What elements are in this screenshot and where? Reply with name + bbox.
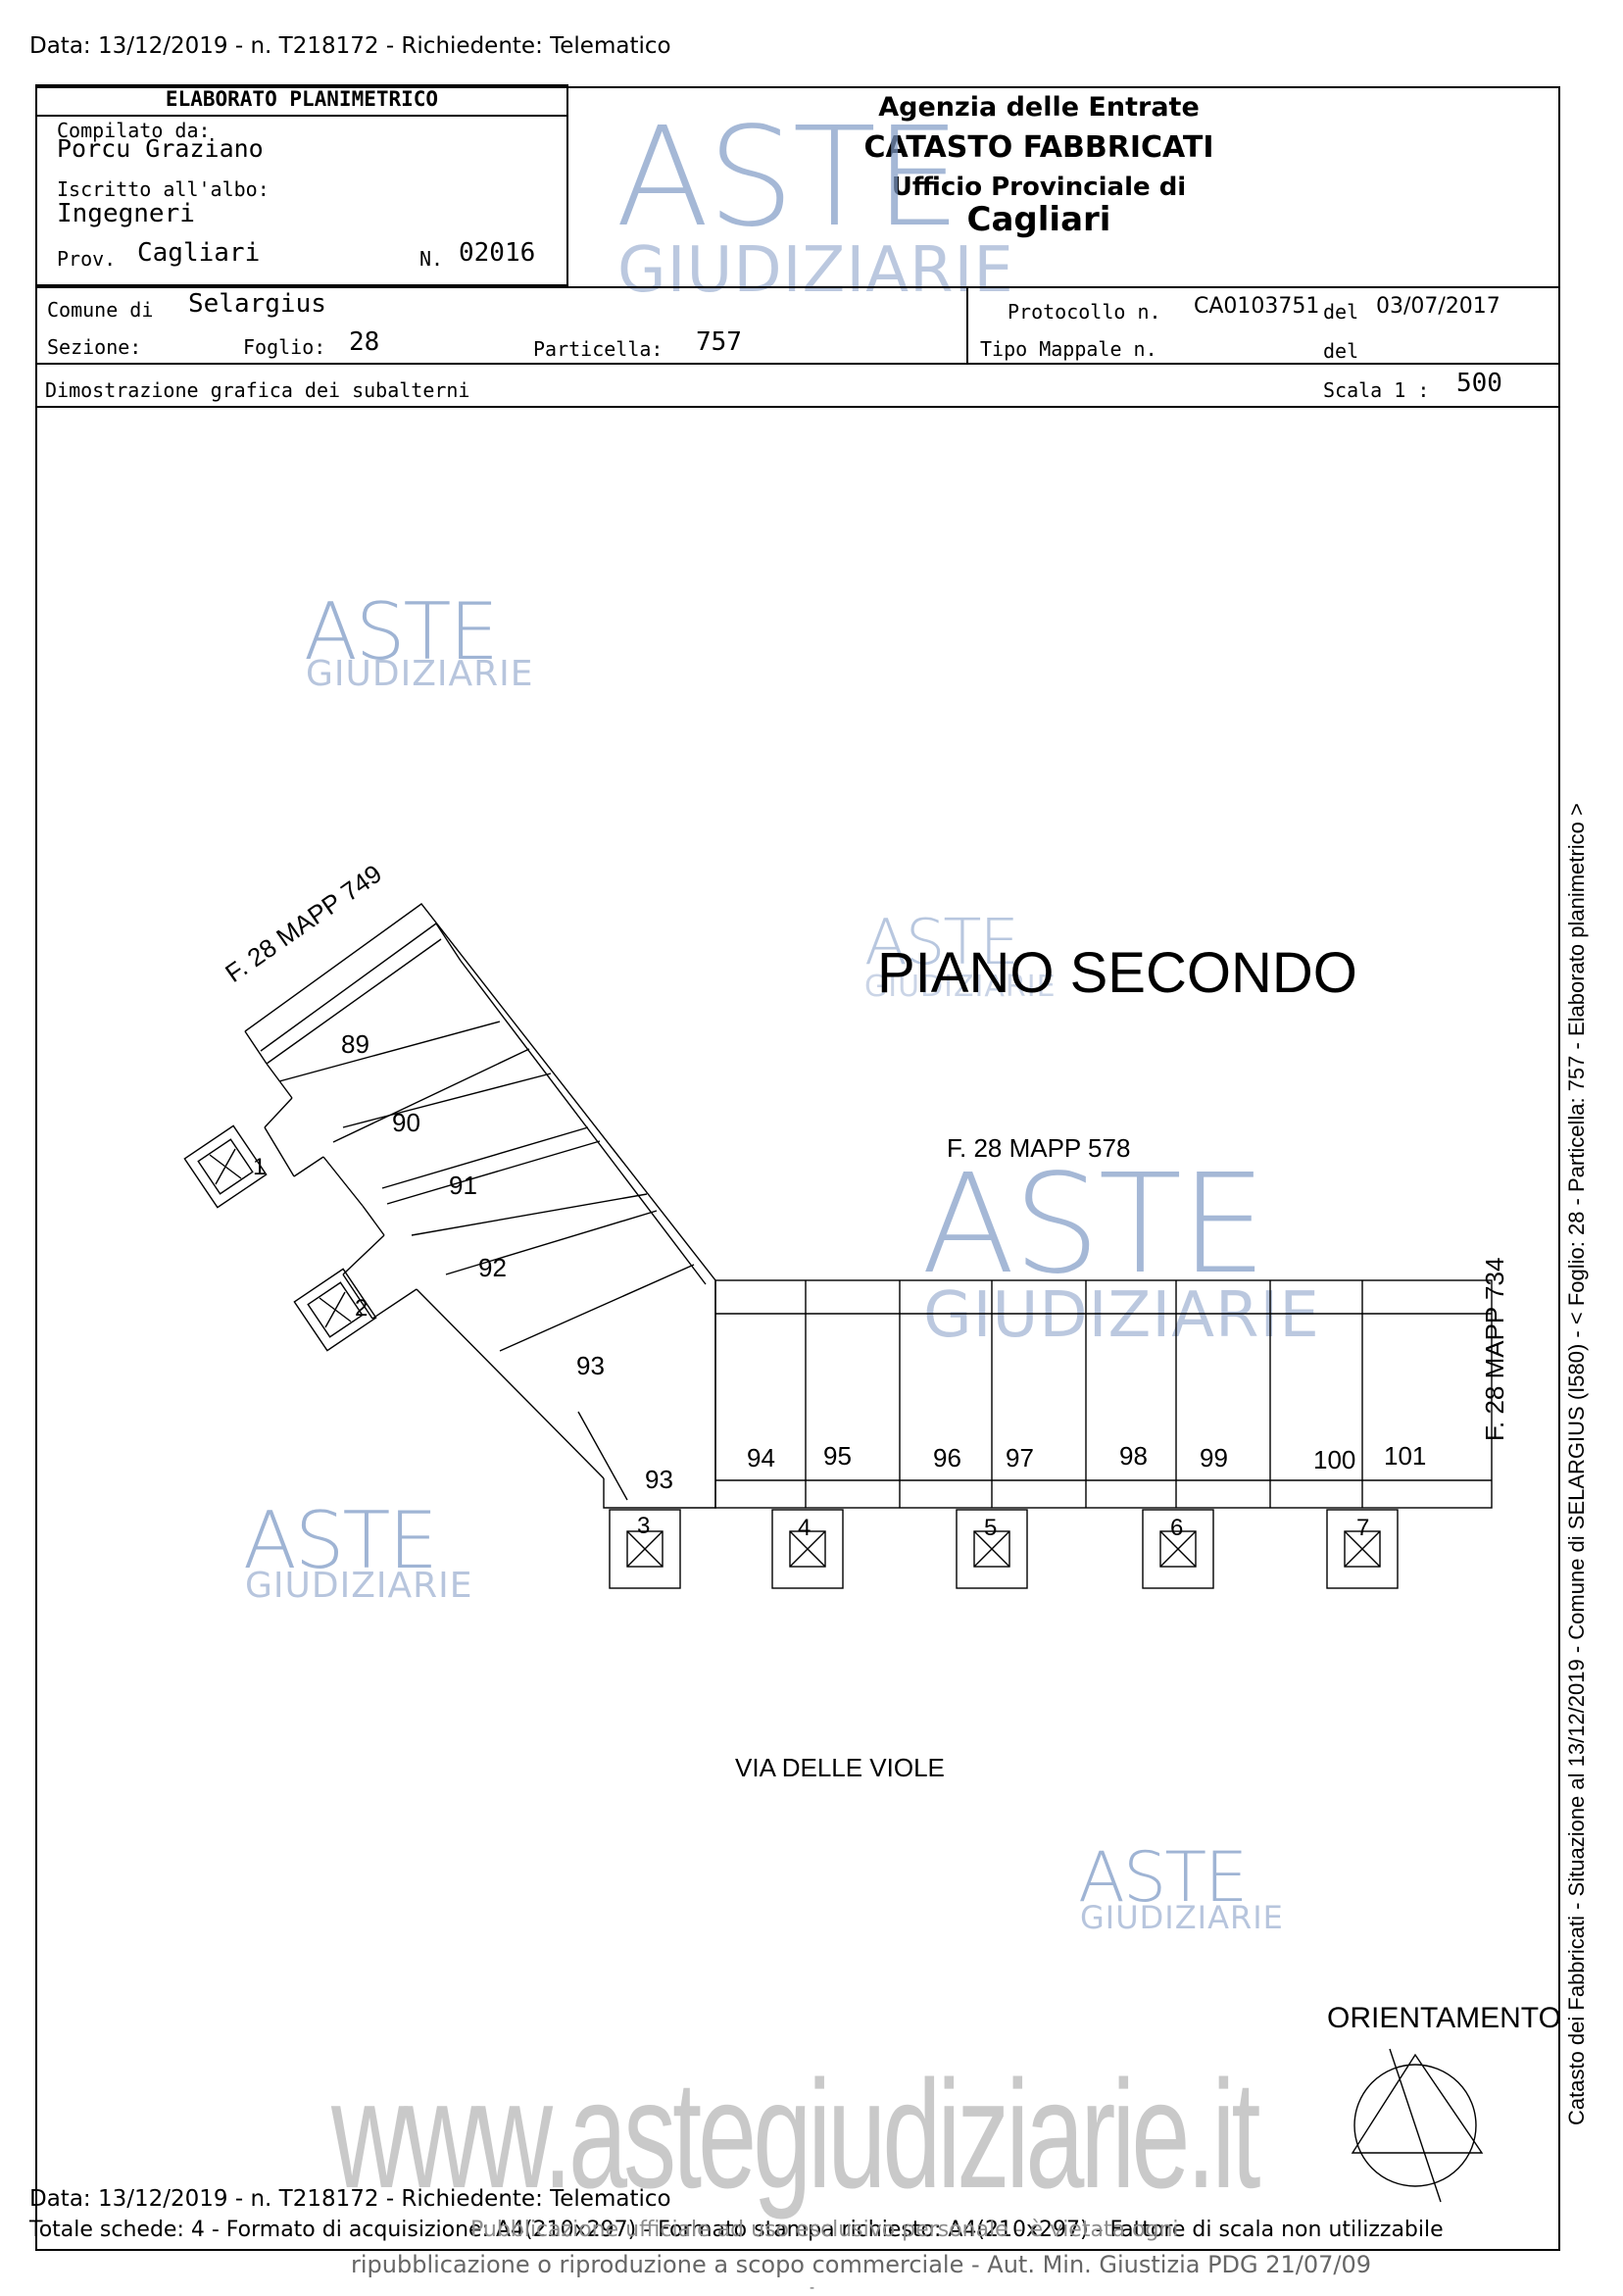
watermark-giudiziarie-3: GIUDIZIARIE [923,1279,1320,1352]
prov-value: Cagliari [137,238,261,268]
watermark-giudiziarie-1: GIUDIZIARIE [306,654,534,694]
floor-title: PIANO SECONDO [877,941,1357,1005]
watermark-aste-1: ASTE [304,586,499,677]
stair-label: 3 [637,1513,650,1539]
header-left-box [35,84,568,286]
unit-label: 93 [645,1465,673,1494]
unit-label: 95 [823,1441,852,1471]
unit-label: 90 [392,1108,420,1137]
foglio-value: 28 [349,327,380,357]
stair-label: 1 [253,1154,266,1180]
header-title: ELABORATO PLANIMETRICO [165,87,439,111]
building-outline [183,903,1493,2203]
footer-overlay-text: Pubblicazione ufficiale ad uso esclusivo… [470,2218,1179,2242]
watermark-aste-4: ASTE [243,1495,438,1586]
stair-label: 7 [1356,1515,1369,1541]
top-date-line: Data: 13/12/2019 - n. T218172 - Richiede… [29,33,671,59]
unit-label: 99 [1200,1443,1228,1472]
scala-label: Scala 1 : [1323,378,1430,402]
stair-label: 6 [1170,1515,1183,1541]
tipo-mappale-label: Tipo Mappale n. [980,337,1157,361]
stair-label: 5 [984,1515,997,1541]
unit-label: 98 [1119,1441,1148,1471]
footer-date-line: Data: 13/12/2019 - n. T218172 - Richiede… [29,2186,671,2212]
unit-label: 96 [933,1443,961,1472]
stair-label: 2 [355,1295,368,1322]
watermark-site: www.astegiudiziarie.it [331,2047,1260,2221]
sheet-frame [35,86,1560,2251]
particella-label: Particella: [533,337,664,361]
unit-label: 89 [341,1029,369,1059]
unit-label: 97 [1006,1443,1034,1472]
compilato-label: Compilato da: [57,119,211,142]
unit-label: 101 [1384,1441,1426,1471]
protocollo-label: Protocollo n. [1008,300,1161,324]
unit-label: 93 [576,1351,605,1380]
dimostrazione-label: Dimostrazione grafica dei subalterni [45,378,470,402]
footer-schede-line: Totale schede: 4 - Formato di acquisizio… [29,2218,1444,2242]
unit-label: 92 [478,1253,507,1282]
watermark-aste-5: ASTE [1078,1837,1248,1918]
del-label: del [1323,300,1359,324]
label-mapp-734: F. 28 MAPP 734 [1480,1258,1509,1441]
label-mapp-749: F. 28 MAPP 749 [220,859,387,988]
comune-label: Comune di [47,298,154,322]
n-value: 02016 [459,238,536,268]
watermark-giudiziarie-4: GIUDIZIARIE [245,1566,473,1606]
unit-label: 94 [747,1443,775,1472]
n-label: N. [419,247,444,271]
stair-label: 4 [798,1515,811,1541]
watermark-giudiziarie-5: GIUDIZIARIE [1080,1899,1284,1936]
del2-label: del [1323,339,1359,363]
orientamento-label: ORIENTAMENTO [1327,2002,1561,2034]
sezione-label: Sezione: [47,335,142,359]
header-title-divider [35,115,568,117]
particella-value: 757 [696,327,742,357]
foglio-label: Foglio: [243,335,326,359]
watermark-giudiziarie-2: GIUDIZIARIE [864,970,1057,1004]
street-label: VIA DELLE VIOLE [735,1753,945,1782]
del-value: 03/07/2017 [1376,294,1500,319]
side-vertical-text: Catasto dei Fabbricati - Situazione al 1… [1564,803,1589,2125]
agency-name: Agenzia delle Entrate [878,92,1200,123]
prov-label: Prov. [57,247,117,271]
watermark-aste-2: ASTE [864,907,1019,979]
footer-reproduction-line: ripubblicazione o riproduzione a scopo c… [351,2251,1372,2278]
scala-value: 500 [1456,369,1502,398]
comune-value: Selargius [188,289,326,319]
unit-label: 91 [449,1171,477,1200]
watermark-aste-header: ASTE [615,98,961,258]
iscritto-label: Iscritto all'albo: [57,177,270,201]
footer-dash: - [810,2280,815,2296]
ufficio-provinciale: Ufficio Provinciale di [891,173,1187,202]
watermark-giudiziarie-header: GIUDIZIARIE [617,234,1014,307]
unit-label: 100 [1313,1445,1355,1474]
watermark-aste-3: ASTE [921,1145,1267,1305]
iscritto-value: Ingegneri [57,199,195,228]
compilato-value: Porcu Graziano [57,134,264,163]
row3-box [35,363,1560,408]
catasto-fabbricati: CATASTO FABBRICATI [863,130,1214,165]
label-mapp-578: F. 28 MAPP 578 [947,1133,1130,1163]
ufficio-city: Cagliari [966,200,1111,239]
protocollo-value: CA0103751 [1194,294,1320,319]
